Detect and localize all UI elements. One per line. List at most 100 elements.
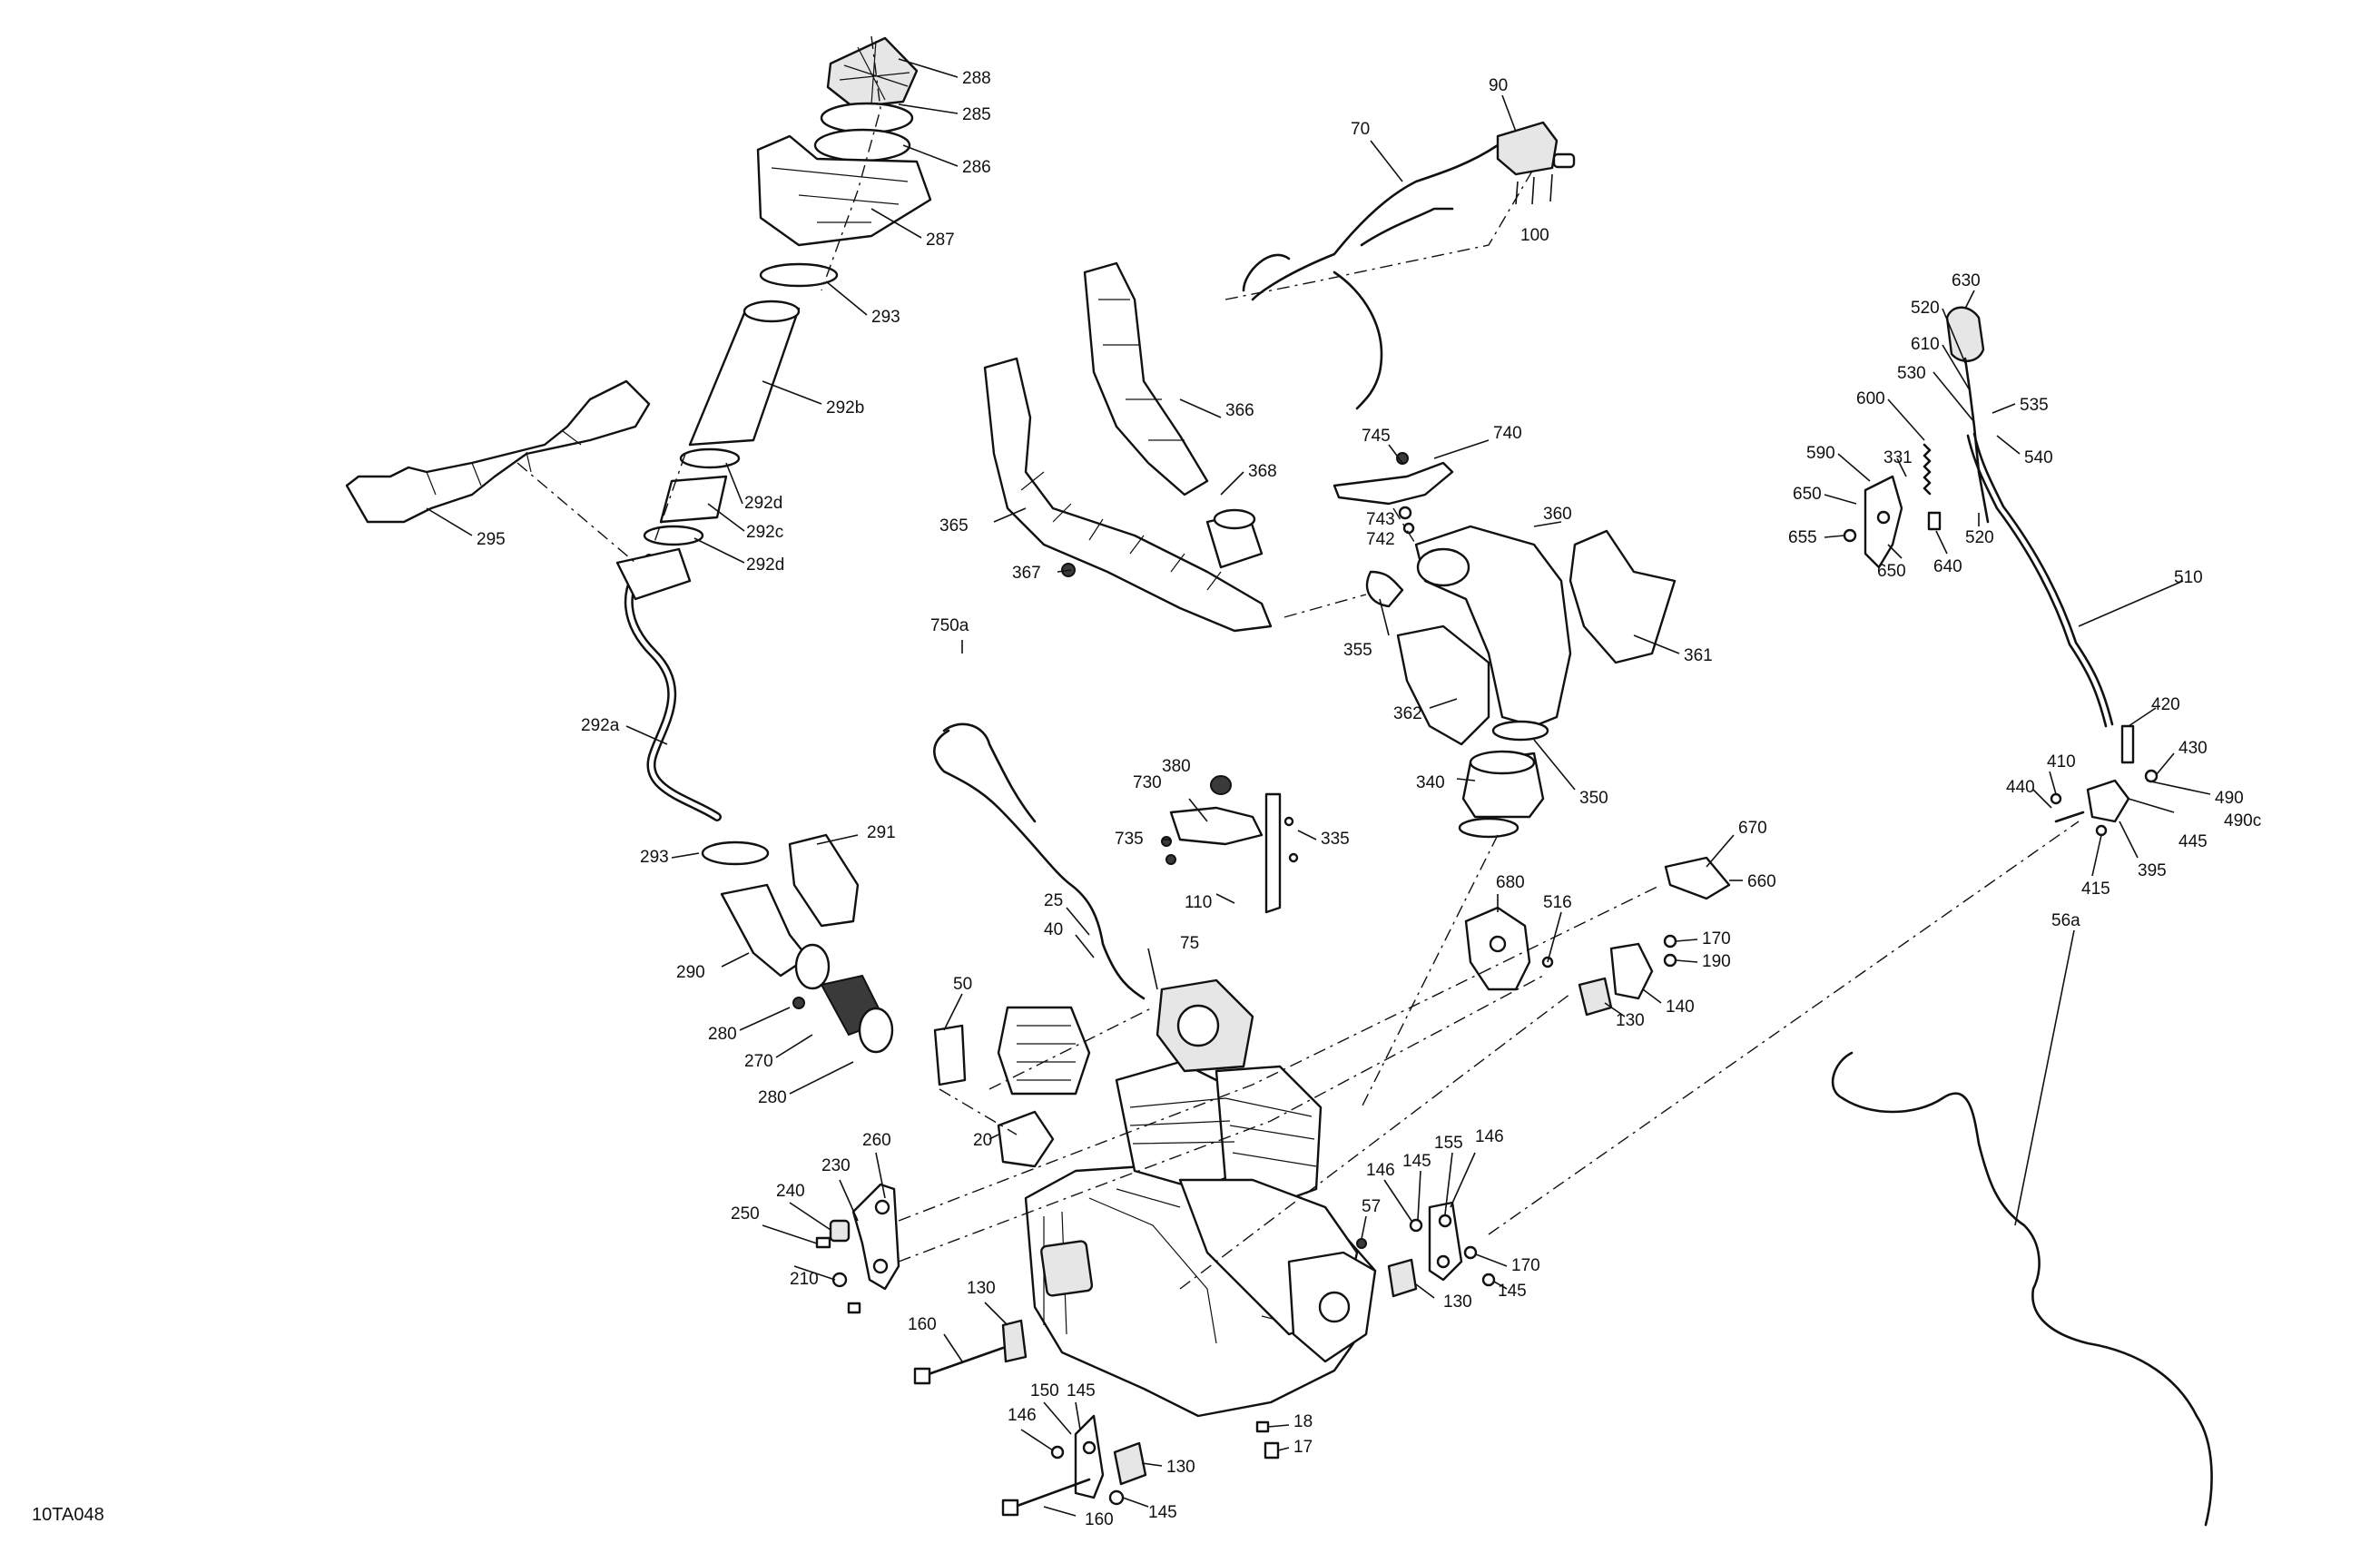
callout-130-left: 130 bbox=[967, 1279, 996, 1298]
bushing-130-right bbox=[1578, 977, 1613, 1017]
bracket-50 bbox=[933, 1024, 967, 1086]
callout-445: 445 bbox=[2178, 832, 2208, 851]
callout-655: 655 bbox=[1788, 528, 1817, 547]
mount-bracket-230 bbox=[851, 1183, 900, 1291]
callout-610: 610 bbox=[1911, 335, 1940, 354]
pin-640 bbox=[1927, 511, 1942, 531]
nut-430 bbox=[2144, 769, 2159, 783]
callout-150: 150 bbox=[1030, 1381, 1059, 1400]
callout-285: 285 bbox=[962, 105, 991, 124]
bracket-395 bbox=[2086, 779, 2130, 823]
bushing-240 bbox=[829, 1219, 851, 1243]
callout-535: 535 bbox=[2020, 396, 2049, 415]
bushing-130-left bbox=[1001, 1319, 1028, 1363]
callout-367: 367 bbox=[1012, 564, 1041, 583]
callout-650-lower: 650 bbox=[1877, 562, 1906, 581]
callout-130-lower: 130 bbox=[1166, 1458, 1195, 1477]
callout-590: 590 bbox=[1806, 444, 1835, 463]
callout-146-rear-upper: 146 bbox=[1475, 1127, 1504, 1146]
nut-190 bbox=[1663, 953, 1677, 968]
callout-146-rear: 146 bbox=[1366, 1161, 1395, 1180]
coupler-292d-upper bbox=[679, 447, 741, 469]
callout-362: 362 bbox=[1393, 704, 1422, 723]
intake-ring-286 bbox=[813, 128, 911, 162]
callout-730: 730 bbox=[1133, 773, 1162, 792]
callout-540: 540 bbox=[2024, 448, 2053, 467]
engine-assembly bbox=[933, 775, 1377, 1459]
callout-670: 670 bbox=[1738, 819, 1767, 838]
figure-reference-code: 10TA048 bbox=[32, 1505, 104, 1525]
callout-292c: 292c bbox=[746, 523, 783, 542]
callout-380: 380 bbox=[1162, 757, 1191, 776]
callout-340: 340 bbox=[1416, 773, 1445, 792]
callout-660: 660 bbox=[1747, 872, 1776, 891]
callout-742: 742 bbox=[1366, 530, 1395, 549]
callout-170-lower: 170 bbox=[1511, 1256, 1540, 1275]
callout-430: 430 bbox=[2178, 739, 2208, 758]
clamp-293-lower bbox=[701, 840, 770, 866]
callout-331: 331 bbox=[1883, 448, 1913, 467]
callout-270: 270 bbox=[744, 1052, 773, 1071]
callout-130-right: 130 bbox=[1616, 1011, 1645, 1030]
callout-75: 75 bbox=[1180, 934, 1199, 953]
callout-100: 100 bbox=[1520, 226, 1549, 245]
callout-295: 295 bbox=[477, 530, 506, 549]
plug-57 bbox=[1356, 1238, 1367, 1249]
clamp-350 bbox=[1491, 720, 1549, 742]
callout-355: 355 bbox=[1343, 641, 1372, 660]
bolt-160-lower bbox=[1013, 1478, 1091, 1509]
clamp-293-upper bbox=[759, 262, 839, 288]
callout-260: 260 bbox=[862, 1131, 891, 1150]
bracket-140 bbox=[1609, 942, 1654, 1000]
callout-440: 440 bbox=[2006, 778, 2035, 797]
nut-145-lower bbox=[1108, 1489, 1125, 1506]
sleeve-292c bbox=[659, 475, 728, 524]
callout-735: 735 bbox=[1115, 830, 1144, 849]
callout-630: 630 bbox=[1952, 271, 1981, 290]
callout-350: 350 bbox=[1579, 789, 1608, 808]
callout-520-lower: 520 bbox=[1965, 528, 1994, 547]
heat-shield-361 bbox=[1569, 529, 1677, 664]
callout-56a: 56a bbox=[2051, 911, 2080, 930]
callout-50: 50 bbox=[953, 975, 972, 994]
callout-292a: 292a bbox=[581, 716, 620, 735]
exhaust-pipe-365 bbox=[983, 357, 1273, 633]
sleeve-420 bbox=[2120, 724, 2135, 764]
callout-360: 360 bbox=[1543, 505, 1572, 524]
duct-291 bbox=[788, 833, 860, 928]
callout-155: 155 bbox=[1434, 1134, 1463, 1153]
callout-395: 395 bbox=[2138, 861, 2167, 880]
callout-366: 366 bbox=[1225, 401, 1254, 420]
clamp-280-upper bbox=[794, 943, 831, 990]
shift-cable-510 bbox=[1966, 434, 2108, 728]
callout-145-rear: 145 bbox=[1402, 1152, 1431, 1171]
drain-plug-18 bbox=[1255, 1420, 1270, 1433]
callout-530: 530 bbox=[1897, 364, 1926, 383]
harness-assembly bbox=[1242, 121, 1576, 410]
callout-490: 490 bbox=[2215, 789, 2244, 808]
callout-145-lower: 145 bbox=[1148, 1503, 1177, 1522]
callout-146-left: 146 bbox=[1008, 1406, 1037, 1425]
nut-145-rear-lower bbox=[1481, 1273, 1496, 1287]
bolt-440 bbox=[2054, 811, 2085, 823]
rear-mount bbox=[1387, 1201, 1496, 1298]
callout-240: 240 bbox=[776, 1182, 805, 1201]
callout-20: 20 bbox=[973, 1131, 992, 1150]
bracket-740 bbox=[1333, 452, 1454, 535]
callout-520-upper: 520 bbox=[1911, 299, 1940, 318]
callout-145-upper-left: 145 bbox=[1067, 1381, 1096, 1400]
vent-hose-750a bbox=[933, 729, 1146, 1000]
callout-740: 740 bbox=[1493, 424, 1522, 443]
callout-230: 230 bbox=[821, 1156, 851, 1175]
callout-70: 70 bbox=[1351, 120, 1370, 139]
callout-280-upper: 280 bbox=[708, 1025, 737, 1044]
spring-600 bbox=[1923, 443, 1932, 496]
grommet-380 bbox=[1210, 775, 1232, 795]
skid-plate-295 bbox=[345, 379, 651, 524]
leader-lines bbox=[426, 58, 2211, 1517]
callout-25: 25 bbox=[1044, 891, 1063, 910]
callout-292d-upper: 292d bbox=[744, 494, 782, 513]
callout-510: 510 bbox=[2174, 568, 2203, 587]
callout-17: 17 bbox=[1293, 1438, 1313, 1457]
